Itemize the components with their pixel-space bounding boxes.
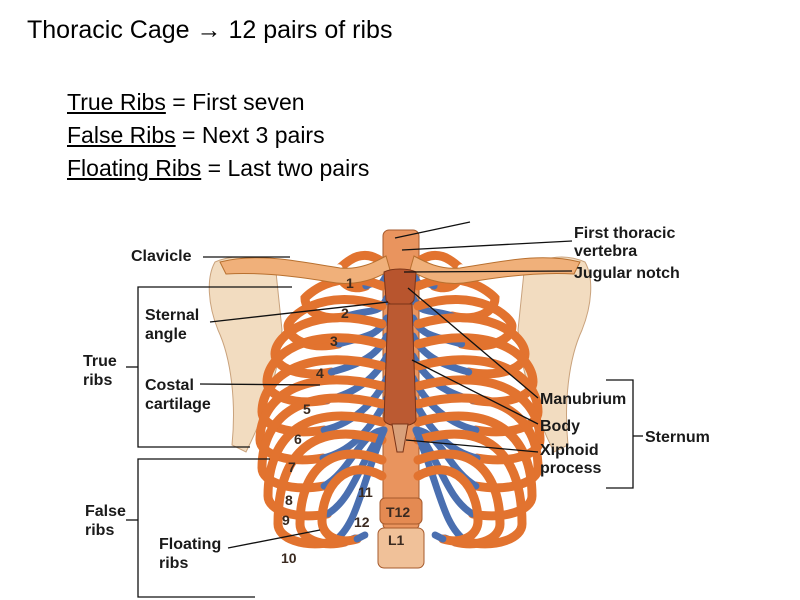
rib-7-left <box>255 375 387 465</box>
rib-12-left <box>317 465 387 546</box>
label-sternal-angle-line1: Sternal <box>145 307 199 324</box>
label-costal-cartilage-line1: Costal <box>145 377 194 394</box>
rib-number-8: 8 <box>285 492 293 508</box>
rib-definitions: True Ribs = First seven False Ribs = Nex… <box>67 86 369 185</box>
rib-number-2: 2 <box>341 305 349 321</box>
rib-number-5: 5 <box>303 401 311 417</box>
leader-floating-ribs <box>227 529 321 549</box>
equals: = <box>201 155 228 181</box>
title-main: Thoracic Cage <box>27 16 190 44</box>
label-xiphoid-line1: Xiphoid <box>540 442 599 459</box>
xiphoid-process <box>391 423 409 453</box>
rib-number-12: 12 <box>354 514 370 530</box>
label-body: Body <box>540 418 580 435</box>
leader-xiphoid <box>405 439 539 453</box>
rib-5-right <box>413 333 538 407</box>
label-costal-cartilage-line2: cartilage <box>145 396 211 413</box>
term: Floating Ribs <box>67 155 202 181</box>
label-true-ribs-line1: True <box>83 353 117 370</box>
rib-group <box>255 250 545 549</box>
sternum <box>383 268 417 453</box>
sternum-body <box>383 303 417 427</box>
leader-first-thoracic-top <box>394 221 471 239</box>
vertebra-t12 <box>379 497 423 525</box>
label-clavicle: Clavicle <box>131 248 192 265</box>
label-false-ribs-line1: False <box>85 503 126 520</box>
equals: = <box>175 122 202 148</box>
rib-8-left <box>257 393 387 493</box>
rib-number-7: 7 <box>288 459 296 475</box>
leader-sternal-angle <box>209 301 389 323</box>
bracket-sternum <box>606 379 634 489</box>
label-jugular-notch: Jugular notch <box>574 265 680 282</box>
label-l1: L1 <box>388 532 405 548</box>
leader-costal-cartilage <box>199 383 321 386</box>
rib-12-right <box>413 465 483 546</box>
leader-jugular-notch <box>403 270 573 273</box>
leader-manubrium <box>407 287 539 399</box>
leader-first-thoracic <box>401 240 573 251</box>
rib-10-left <box>273 429 387 549</box>
rib-number-6: 6 <box>294 431 302 447</box>
costal-cartilage-12-right <box>431 531 447 543</box>
definition-floating-ribs: Floating Ribs = Last two pairs <box>67 152 369 185</box>
description: Last two pairs <box>227 155 370 181</box>
rib-number-10: 10 <box>281 550 297 566</box>
definition-false-ribs: False Ribs = Next 3 pairs <box>67 119 369 152</box>
definition-true-ribs: True Ribs = First seven <box>67 86 369 119</box>
description: First seven <box>192 89 305 115</box>
label-true-ribs-line2: ribs <box>83 372 112 389</box>
costal-cartilage-12-left <box>353 531 369 543</box>
leader-lines <box>126 221 643 598</box>
diagram-labels: Clavicle First thoracic vertebra Jugular… <box>83 225 710 572</box>
leader-body <box>411 359 539 425</box>
rib-4-left <box>270 313 387 379</box>
label-floating-ribs-line1: Floating <box>159 536 221 553</box>
vertebra-l1 <box>377 527 425 569</box>
costal-cartilage-10-left <box>329 426 388 546</box>
rib-5-left <box>262 333 387 407</box>
rib-11-left <box>295 449 387 549</box>
label-first-thoracic-line2: vertebra <box>574 243 637 260</box>
term: False Ribs <box>67 122 176 148</box>
rib-10-right <box>413 429 527 549</box>
rib-number-4: 4 <box>316 365 324 381</box>
label-manubrium: Manubrium <box>540 391 626 408</box>
bracket-false-ribs <box>137 458 270 598</box>
title-rest: 12 pairs of ribs <box>228 16 393 44</box>
rib-11-right <box>413 449 505 549</box>
slide-title: Thoracic Cage → 12 pairs of ribs <box>27 16 392 45</box>
rib-number-9: 9 <box>282 512 290 528</box>
rib-7-right <box>413 375 545 465</box>
rib-number-3: 3 <box>330 333 338 349</box>
label-t12: T12 <box>386 504 410 520</box>
rib-9-right <box>413 411 537 521</box>
title-arrow: → <box>196 16 222 44</box>
manubrium <box>383 268 417 307</box>
label-xiphoid-line2: process <box>540 460 601 477</box>
rib-4-right <box>413 313 530 379</box>
label-sternal-angle-line2: angle <box>145 326 187 343</box>
description: Next 3 pairs <box>201 122 325 148</box>
rib-3-left <box>283 295 387 351</box>
rib-number-11: 11 <box>358 484 373 500</box>
label-first-thoracic-line1: First thoracic <box>574 225 675 242</box>
costal-cartilage-10-right <box>412 426 471 546</box>
equals: = <box>165 89 193 115</box>
term: True Ribs <box>67 89 166 115</box>
rib-number-1: 1 <box>346 275 354 291</box>
rib-3-right <box>413 295 517 351</box>
label-false-ribs-line2: ribs <box>85 522 114 539</box>
label-sternum: Sternum <box>645 429 710 446</box>
rib-9-left <box>263 411 387 521</box>
label-floating-ribs-line2: ribs <box>159 555 188 572</box>
clavicles <box>219 255 581 284</box>
